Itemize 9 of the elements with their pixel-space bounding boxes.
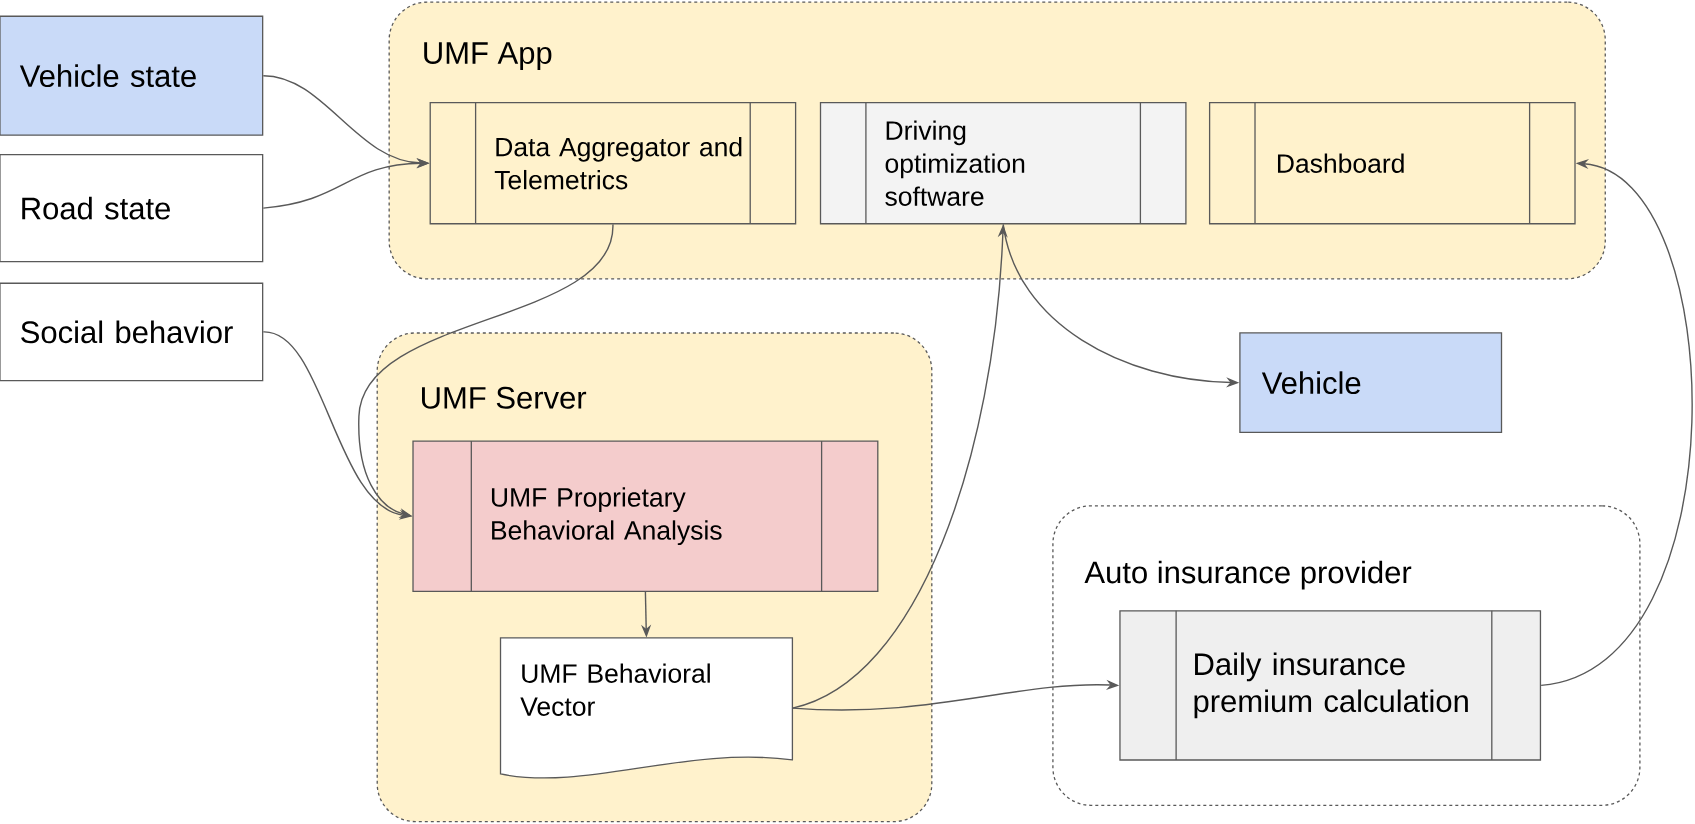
process-box: Dashboard (1208, 102, 1576, 225)
process-box: Daily insurance premium calculation (1119, 610, 1542, 761)
process-box: Driving optimization software (819, 102, 1187, 225)
label-box: Vehicle state (0, 15, 264, 136)
label-box: Road state (0, 153, 264, 263)
label-box: Vehicle (1239, 332, 1503, 434)
process-box: Data Aggregator and Telemetrics (429, 102, 797, 225)
label-box: Social behavior (0, 282, 264, 382)
process-box: UMF Proprietary Behavioral Analysis (412, 440, 879, 592)
